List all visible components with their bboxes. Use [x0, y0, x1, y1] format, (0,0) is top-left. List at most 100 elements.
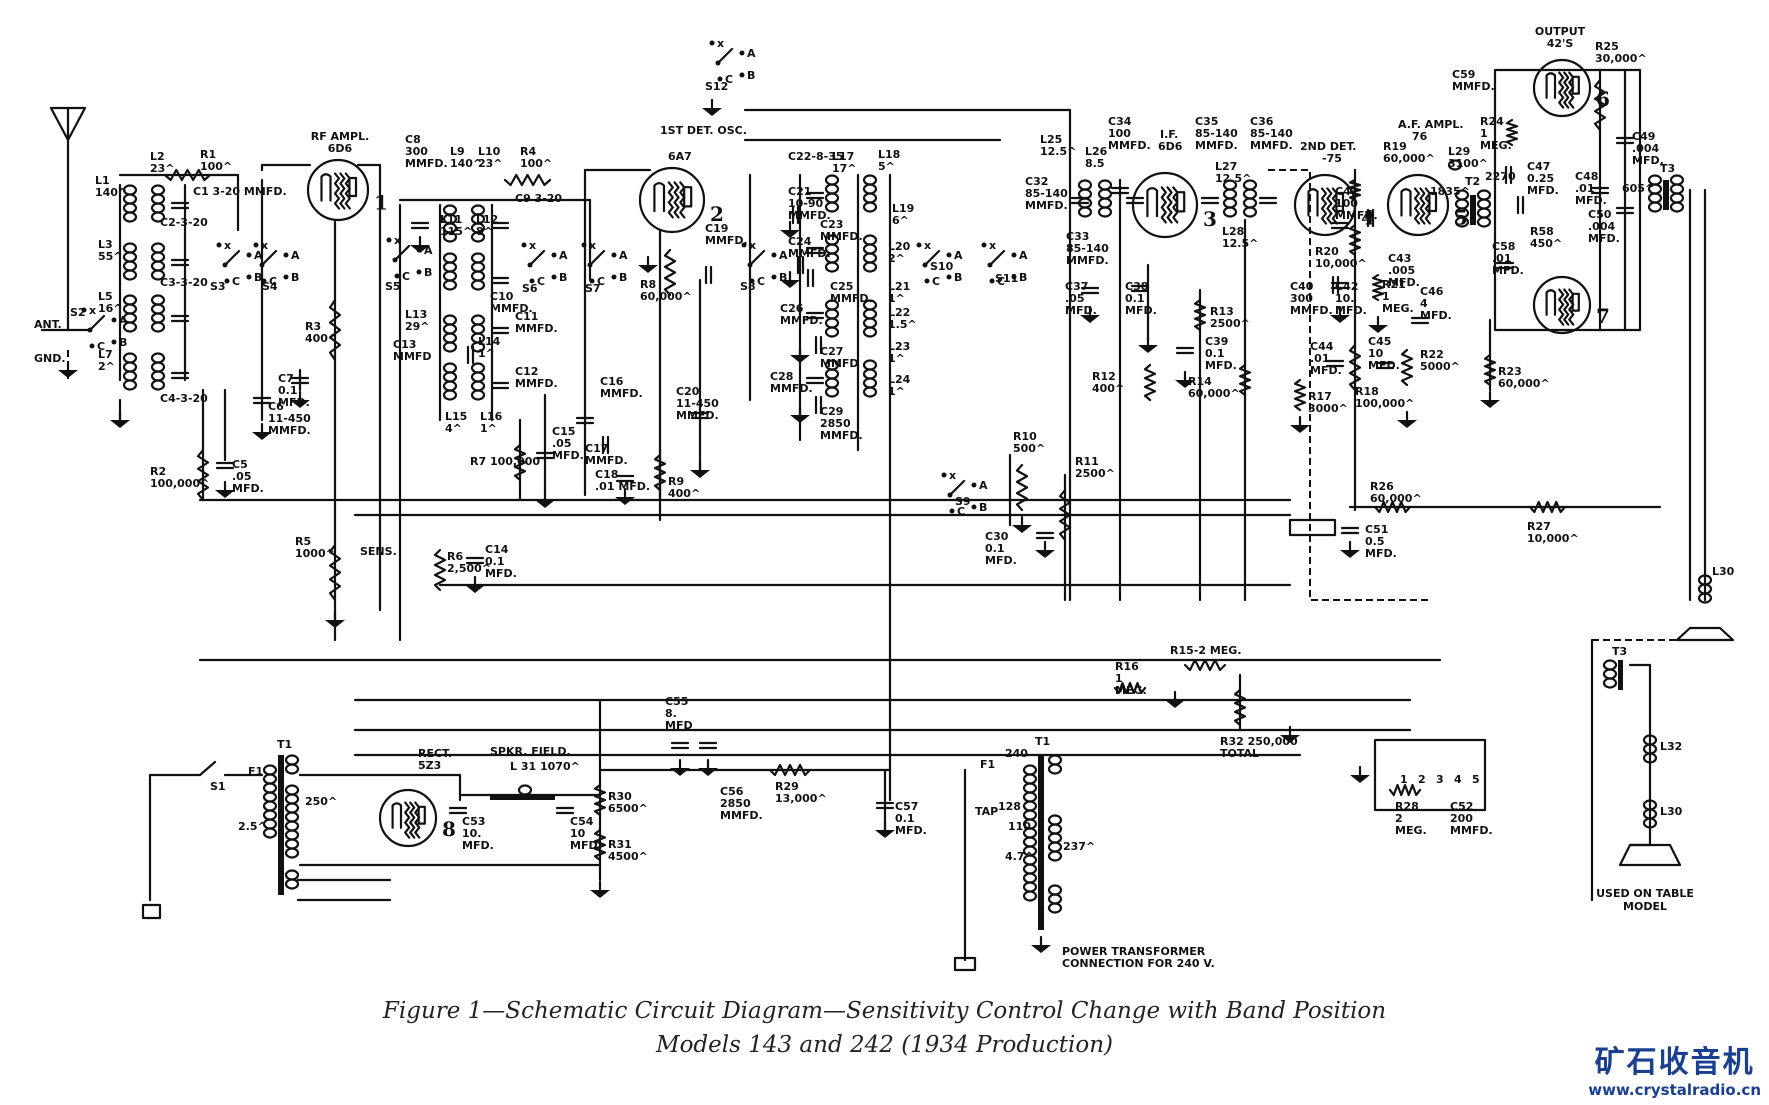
ground-arrow	[1290, 425, 1310, 433]
wire	[1688, 188, 1707, 602]
coil-turn	[284, 754, 300, 766]
tube-number: 3	[1203, 207, 1217, 231]
switch-contact	[529, 278, 535, 284]
capacitor-c25	[806, 268, 815, 288]
ground-arrow	[58, 370, 78, 378]
coil-turn	[1097, 188, 1113, 200]
switch-contact	[283, 252, 289, 258]
switch-contact	[611, 274, 617, 280]
label-t1_23: 2.5^	[238, 820, 267, 833]
switch-contact-label: x	[224, 239, 231, 252]
coil-turn	[122, 321, 138, 333]
switch-contact-label: x	[589, 239, 596, 252]
capacitor-c32	[1070, 196, 1090, 205]
coil-turn	[470, 270, 486, 282]
coil-turn	[1447, 159, 1463, 171]
label-s5: S5	[385, 280, 401, 293]
resistor-r20	[1348, 223, 1362, 257]
capacitor-c46	[1410, 316, 1430, 325]
label-s8: S8	[740, 280, 756, 293]
coil-turn	[862, 201, 878, 213]
resistor-r18	[1348, 343, 1362, 392]
ground-arrow	[1175, 380, 1195, 388]
coil-turn	[150, 303, 166, 315]
inductor-l3	[122, 242, 138, 281]
ground-symbol	[1035, 540, 1055, 558]
coil-turn	[862, 386, 878, 398]
coil-turn	[1097, 179, 1113, 191]
switch-contact	[521, 242, 527, 248]
capacitor-c33	[1125, 196, 1145, 205]
inductor-l7	[122, 352, 138, 391]
tube-envelope	[378, 788, 438, 848]
switch-contact-label: B	[979, 501, 987, 514]
capacitor-c35	[1200, 196, 1220, 205]
switch-contact	[709, 40, 715, 46]
transformer-t1b-sec3	[1047, 884, 1063, 914]
ground-arrow	[1480, 400, 1500, 408]
switch-contact	[416, 247, 422, 253]
switch-contact	[749, 278, 755, 284]
coil-turn	[150, 184, 166, 196]
coil-turn	[122, 352, 138, 364]
inductor-l29	[1447, 159, 1463, 171]
coil-turn	[284, 763, 300, 775]
capacitor-c13	[466, 345, 475, 365]
inductor-l20	[862, 234, 878, 273]
power-plug-icon	[953, 956, 977, 972]
transformer-t1b-primary	[1022, 764, 1038, 902]
switch-blade	[716, 47, 734, 65]
tube-8-rectifier	[378, 788, 438, 848]
coil-turn	[262, 764, 278, 776]
capacitor-c37	[1080, 286, 1100, 295]
resistor-r2	[196, 448, 210, 502]
label-t47: 4.7^	[1005, 850, 1034, 863]
label-s11: S11	[995, 272, 1018, 285]
coil-turn	[284, 811, 300, 823]
coil-turn	[150, 370, 166, 382]
switch-blade	[588, 249, 606, 267]
coil-turn	[1647, 201, 1663, 213]
coil-turn	[1077, 179, 1093, 191]
coil-turn	[1242, 206, 1258, 218]
capacitor-c55	[670, 741, 690, 750]
inductor-l30	[1697, 574, 1713, 604]
caption-subtitle: Models 143 and 242 (1934 Production)	[656, 1032, 1113, 1058]
capacitor-c34	[1110, 186, 1130, 195]
coil-turn	[1669, 183, 1685, 195]
coil-turn	[284, 784, 300, 796]
ground-symbol	[110, 410, 130, 428]
capacitor-c4	[170, 371, 190, 380]
switch-blade	[260, 249, 278, 267]
coil-turn	[442, 332, 458, 344]
coil-turn	[1047, 823, 1063, 835]
resistor-r15	[1183, 658, 1227, 672]
tube-envelope	[1386, 173, 1450, 237]
switch-contact-label: A	[291, 249, 300, 262]
coil-turn	[150, 193, 166, 205]
tube-6-output	[1532, 58, 1592, 118]
label-tap: TAP	[975, 805, 998, 818]
switch-contact	[981, 242, 987, 248]
ground-arrow	[638, 265, 658, 273]
capacitor-c24	[796, 255, 805, 275]
coil-turn	[1476, 216, 1492, 228]
wire	[356, 163, 382, 612]
ground-arrow	[1080, 315, 1100, 323]
